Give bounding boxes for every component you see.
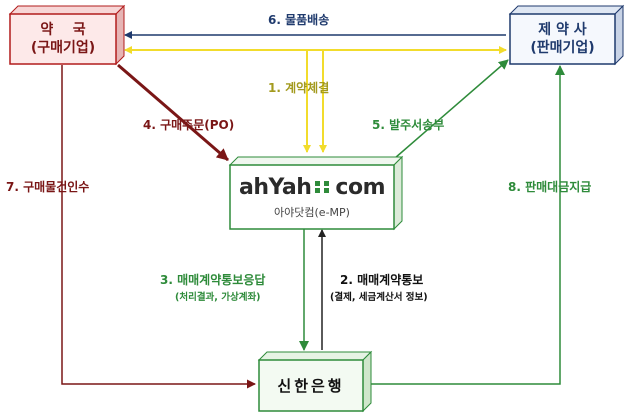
pharmacy-box-shape <box>8 4 126 66</box>
arrow-f5 <box>394 59 509 159</box>
pharma-company-title: 제 약 사 <box>538 22 587 38</box>
ahyah-node: ahYah com 아야닷컴(e-MP) <box>230 165 394 229</box>
flow-label-4: 4. 구매주문(PO) <box>143 118 235 132</box>
flow-label-6: 6. 물품배송 <box>268 13 330 27</box>
arrow-f8 <box>368 65 565 385</box>
flow-label-2: 2. 매매계약통보 <box>340 273 424 287</box>
flow-sublabel-3: (처리결과, 가상계좌) <box>175 292 261 303</box>
arrow-f7 <box>61 65 256 389</box>
ahyah-box-shape <box>228 155 404 231</box>
ahyah-logo: ahYah com <box>238 174 386 201</box>
flow-label-1: 1. 계약체결 <box>268 81 330 95</box>
flow-label-3: 3. 매매계약통보응답 <box>160 273 266 287</box>
ahyah-logo-dots-icon <box>315 175 331 201</box>
ahyah-logo-part1: ahYah <box>238 174 312 200</box>
flow-label-8: 8. 판매대금지급 <box>508 180 592 194</box>
pharmacy-subtitle: (구매기업) <box>30 40 96 56</box>
flow-label-5: 5. 발주서송부 <box>372 118 445 132</box>
pharmacy-node: 약 국 (구매기업) <box>10 14 116 64</box>
bank-title: 신한은행 <box>277 377 345 395</box>
arrow-f4 <box>117 63 229 162</box>
flow-label-7: 7. 구매물건인수 <box>6 180 90 194</box>
pharmacy-title: 약 국 <box>40 22 86 38</box>
bank-node: 신한은행 <box>259 360 363 411</box>
bank-box-shape <box>257 350 373 413</box>
pharma-company-subtitle: (판매기업) <box>530 40 595 56</box>
ahyah-subtitle: 아야닷컴(e-MP) <box>274 205 350 219</box>
ahyah-logo-part2: com <box>335 174 386 200</box>
flow-sublabel-2: (결제, 세금계산서 정보) <box>330 292 428 303</box>
pharma-company-box-shape <box>508 4 625 66</box>
pharma-company-node: 제 약 사 (판매기업) <box>510 14 615 64</box>
